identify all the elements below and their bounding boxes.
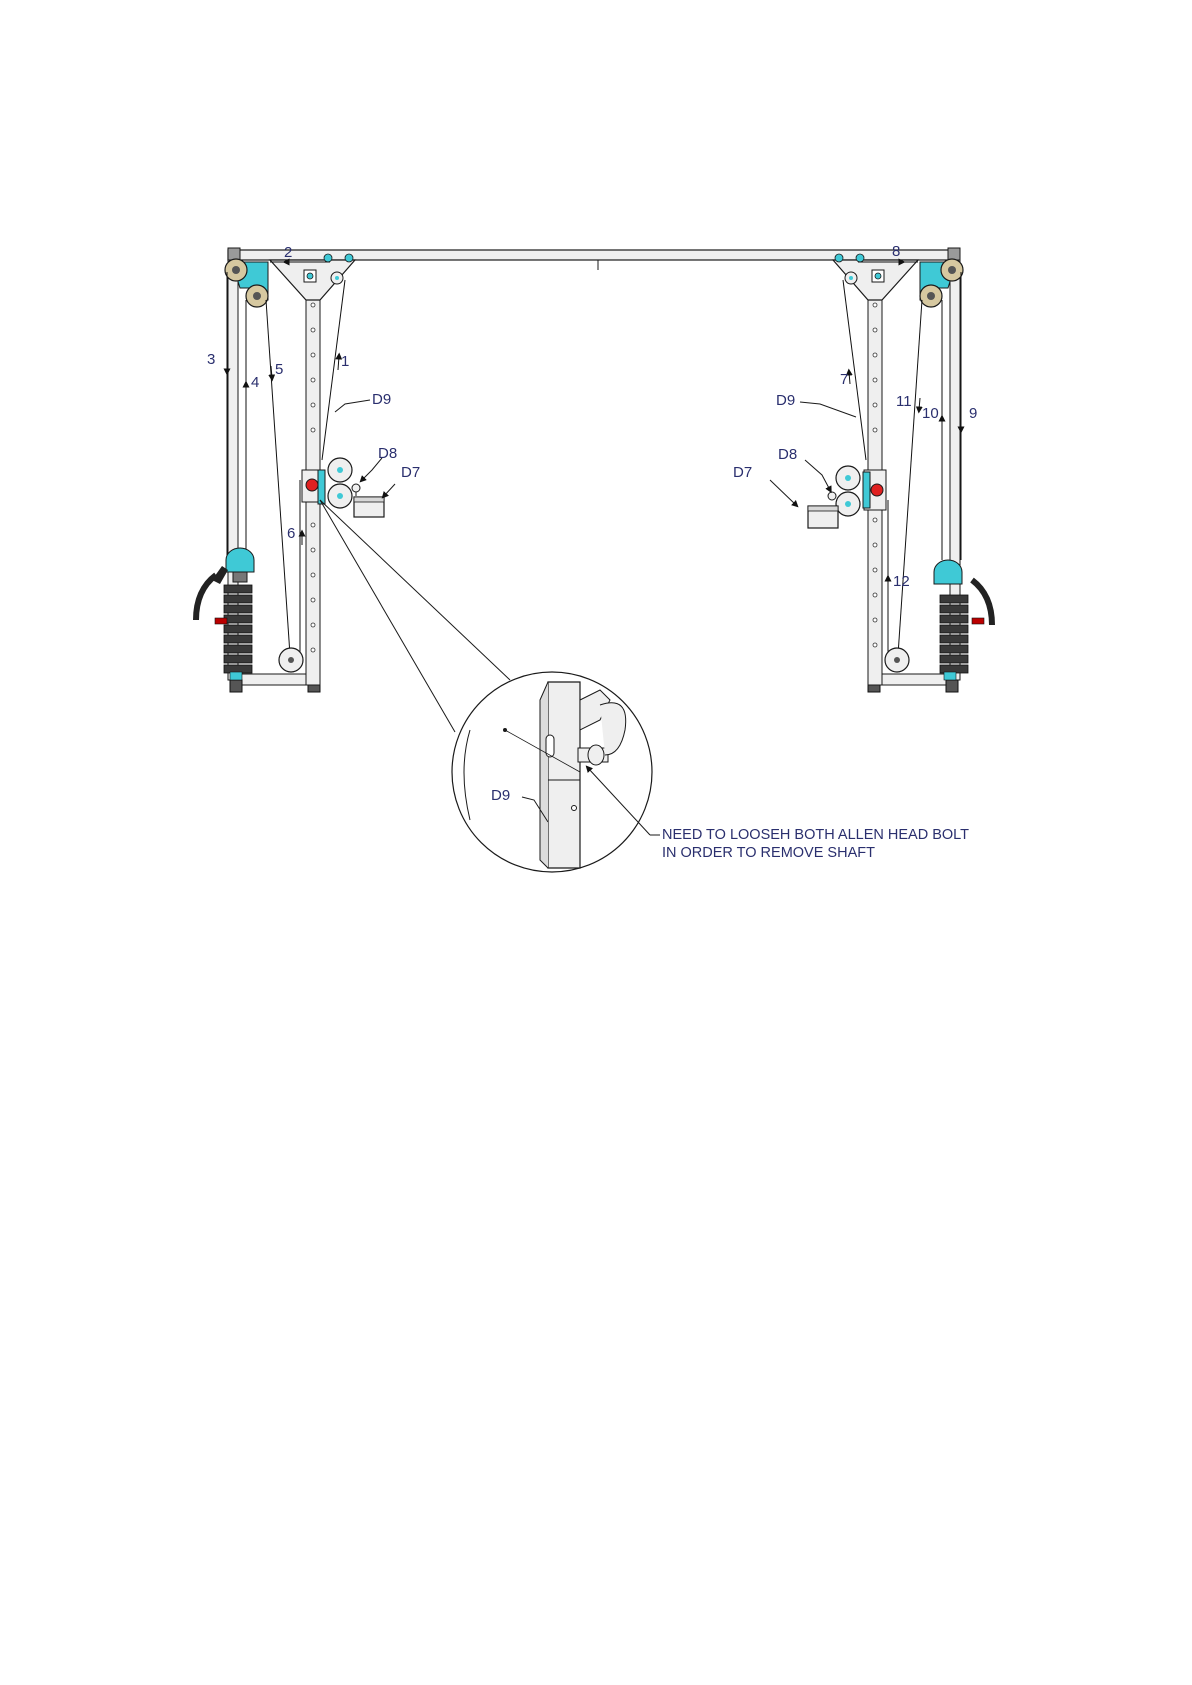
arrow-7: [849, 372, 850, 384]
note-line-2: IN ORDER TO REMOVE SHAFT: [662, 845, 875, 861]
arrow-11: [919, 398, 920, 410]
note-line-1: NEED TO LOOSEH BOTH ALLEN HEAD BOLT: [662, 827, 969, 843]
label-d9-left: D9: [372, 391, 391, 408]
label-d7-left: D7: [401, 464, 420, 481]
label-12: 12: [893, 573, 910, 590]
label-5: 5: [275, 361, 283, 378]
label-9: 9: [969, 405, 977, 422]
label-11: 11: [896, 393, 912, 410]
label-d9-detail: D9: [491, 787, 510, 804]
left-tower: [196, 254, 384, 692]
label-8: 8: [892, 243, 900, 260]
label-d8-right: D8: [778, 446, 797, 463]
detail-callout: [320, 500, 652, 872]
label-1: 1: [341, 353, 349, 370]
arrow-1: [338, 356, 339, 370]
instruction-note: NEED TO LOOSEH BOTH ALLEN HEAD BOLT IN O…: [662, 827, 969, 861]
label-7: 7: [840, 371, 848, 388]
weight-stack-left: [224, 585, 252, 673]
label-d9-right: D9: [776, 392, 795, 409]
label-4: 4: [251, 374, 259, 391]
label-3: 3: [207, 351, 215, 368]
right-tower: [808, 254, 992, 692]
label-6: 6: [287, 525, 295, 542]
label-2: 2: [284, 244, 292, 261]
label-d8-left: D8: [378, 445, 397, 462]
label-d7-right: D7: [733, 464, 752, 481]
label-10: 10: [922, 405, 939, 422]
